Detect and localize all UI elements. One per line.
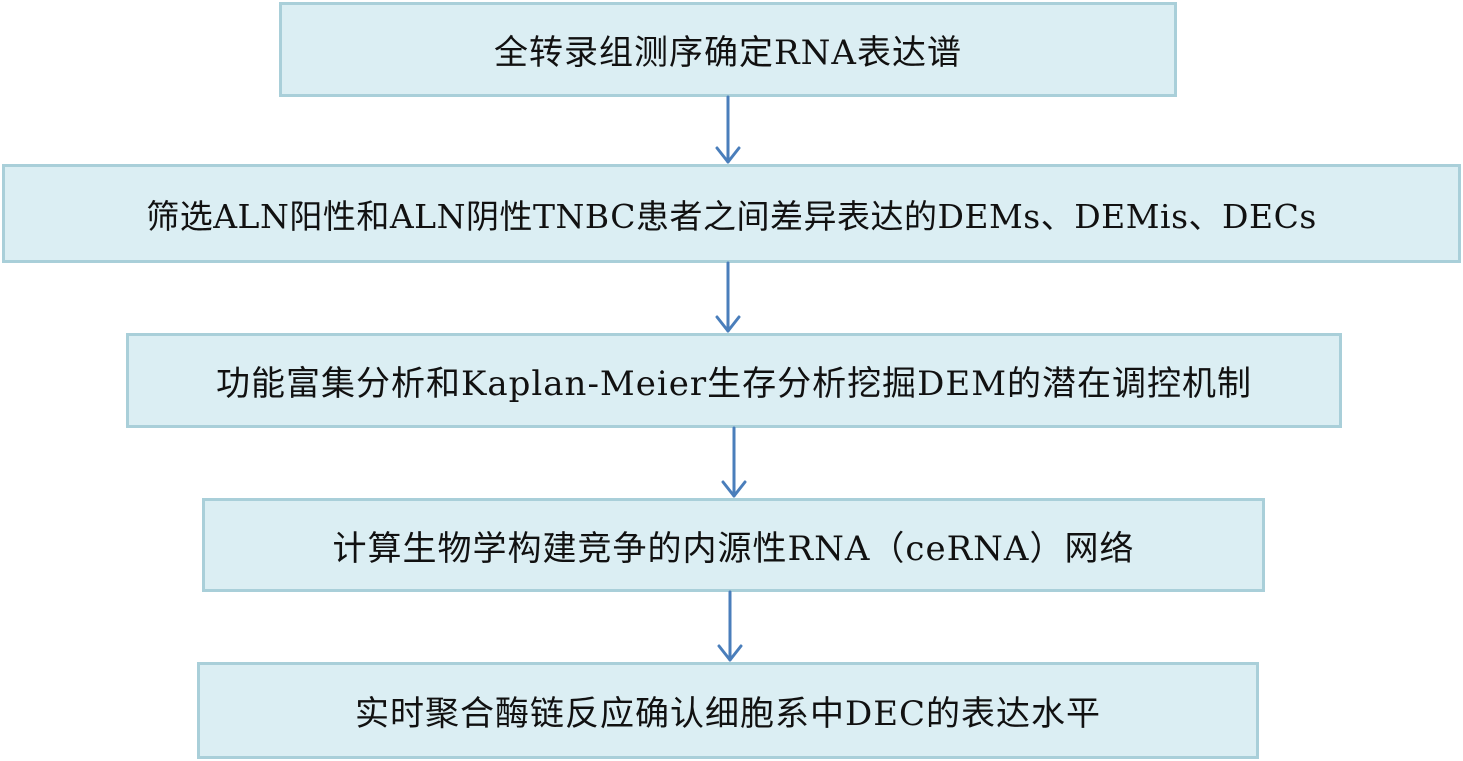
arrow-2-to-3 xyxy=(715,261,741,333)
step-box-differential-screening: 筛选ALN阳性和ALN阴性TNBC患者之间差异表达的DEMs、DEMis、DEC… xyxy=(2,164,1461,263)
step-label: 功能富集分析和Kaplan-Meier生存分析挖掘DEM的潜在调控机制 xyxy=(215,364,1253,404)
step-label: 筛选ALN阳性和ALN阴性TNBC患者之间差异表达的DEMs、DEMis、DEC… xyxy=(146,196,1317,236)
step-box-transcriptome-sequencing: 全转录组测序确定RNA表达谱 xyxy=(279,2,1177,97)
step-box-cerna-network: 计算生物学构建竞争的内源性RNA（ceRNA）网络 xyxy=(202,498,1265,592)
step-label: 实时聚合酶链反应确认细胞系中DEC的表达水平 xyxy=(354,694,1102,734)
arrow-4-to-5 xyxy=(717,590,743,662)
arrow-1-to-2 xyxy=(715,95,741,164)
step-label: 计算生物学构建竞争的内源性RNA（ceRNA）网络 xyxy=(332,528,1135,569)
step-box-qpcr-validation: 实时聚合酶链反应确认细胞系中DEC的表达水平 xyxy=(197,662,1259,759)
arrow-3-to-4 xyxy=(721,426,747,498)
step-box-enrichment-survival-analysis: 功能富集分析和Kaplan-Meier生存分析挖掘DEM的潜在调控机制 xyxy=(126,333,1342,428)
step-label: 全转录组测序确定RNA表达谱 xyxy=(494,33,962,73)
